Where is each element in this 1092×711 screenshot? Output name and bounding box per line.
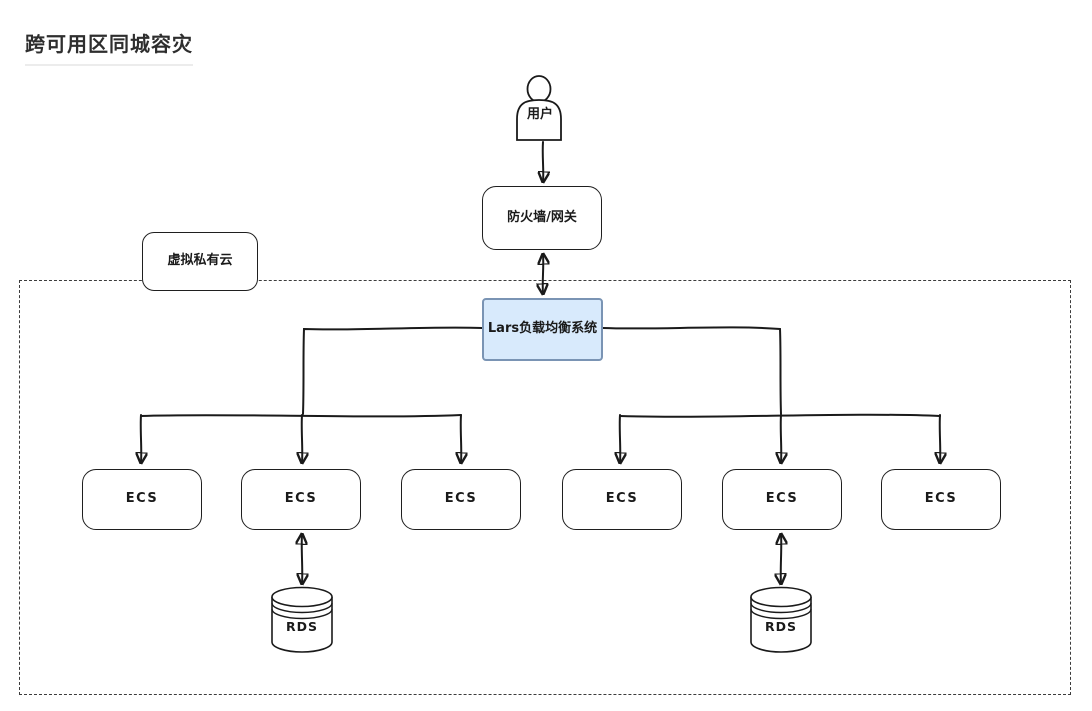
ecs-node-b3: ECS [881, 469, 1001, 530]
user-icon [516, 75, 562, 141]
page-title: 跨可用区同城容灾 [25, 32, 193, 56]
load-balancer-node: Lars负载均衡系统 [482, 298, 603, 361]
rds-label: RDS [764, 619, 797, 634]
ecs-node-a2: ECS [241, 469, 361, 530]
ecs-node-a3: ECS [401, 469, 521, 530]
firewall-gateway-node: 防火墙/网关 [482, 186, 602, 250]
ecs-node-b1: ECS [562, 469, 682, 530]
database-cylinder-icon [271, 586, 333, 653]
vpc-label-node: 虚拟私有云 [142, 232, 258, 291]
firewall-gateway-label: 防火墙/网关 [507, 209, 577, 225]
load-balancer-label: Lars负载均衡系统 [487, 321, 598, 337]
edge-user-firewall [543, 141, 544, 182]
ecs-node-b2: ECS [722, 469, 842, 530]
ecs-label: ECS [924, 491, 958, 507]
rds-label: RDS [285, 619, 318, 634]
ecs-label: ECS [125, 491, 159, 507]
title-underline [25, 64, 193, 66]
ecs-node-a1: ECS [82, 469, 202, 530]
rds-node-b: RDS [748, 586, 814, 654]
ecs-label: ECS [284, 491, 318, 507]
user-label: 用户 [526, 107, 553, 122]
ecs-label: ECS [765, 491, 799, 507]
ecs-label: ECS [444, 491, 478, 507]
rds-node-a: RDS [269, 586, 335, 654]
database-cylinder-icon [750, 586, 812, 653]
ecs-label: ECS [605, 491, 639, 507]
vpc-label: 虚拟私有云 [167, 253, 233, 269]
